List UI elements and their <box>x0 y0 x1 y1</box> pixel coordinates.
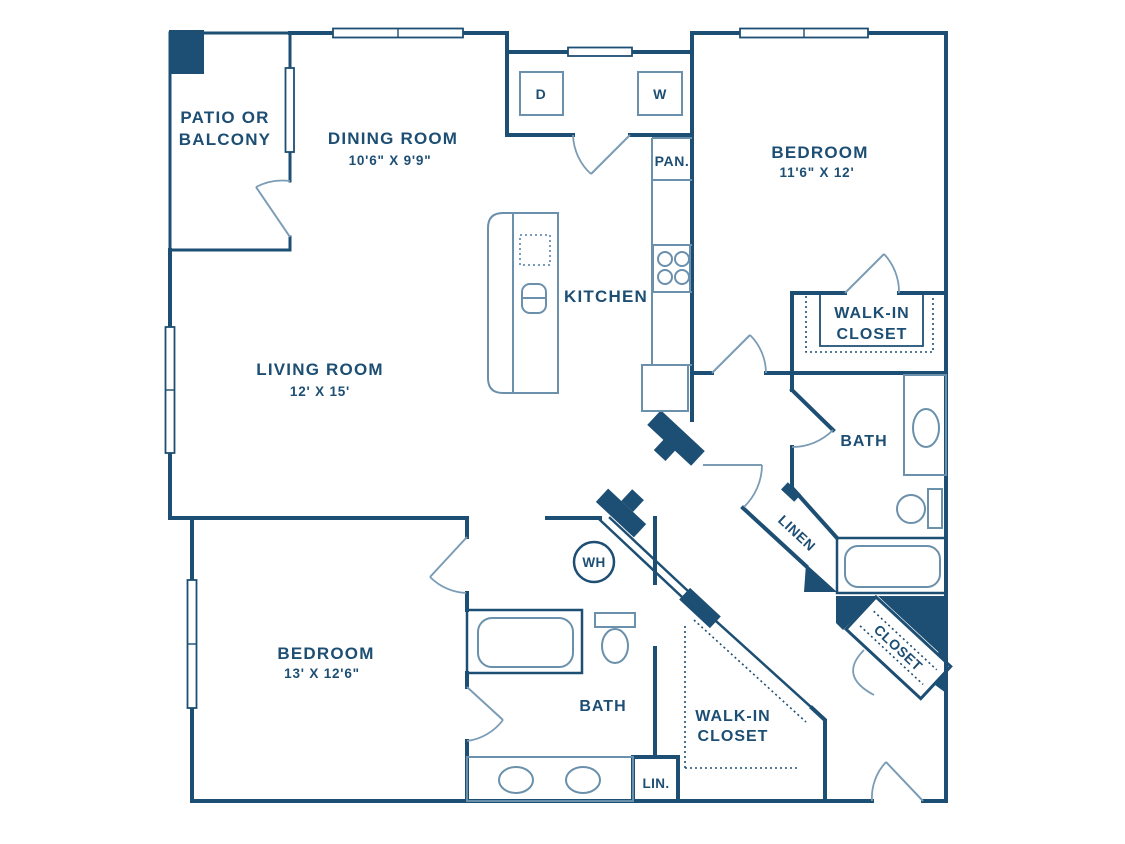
entry-closet-door <box>852 649 875 696</box>
patio-corner-post <box>169 30 204 74</box>
toilet-top-icon <box>896 488 943 529</box>
bathtub-top-icon <box>844 545 941 588</box>
closet-shelving <box>684 292 934 769</box>
kitchen-counter <box>651 137 692 366</box>
bedroom-top-dims: 11'6" X 12' <box>780 165 855 180</box>
walkin-top-label-line2: CLOSET <box>837 326 908 343</box>
vanity-bottom-icon <box>466 756 634 802</box>
walkin-top-door <box>844 253 900 294</box>
vanity-top-icon <box>903 374 947 476</box>
tub-top-enclosure <box>835 536 948 595</box>
bath-bottom-label: BATH <box>579 698 626 715</box>
laundry-window <box>567 46 633 57</box>
walkin-bottom-label-line2: CLOSET <box>698 728 769 745</box>
washer-icon <box>637 71 683 116</box>
burner-icon <box>674 269 690 285</box>
bath-top-door <box>789 387 836 448</box>
sink-top-icon <box>912 408 940 448</box>
patio-window <box>284 67 295 153</box>
bedroom-bottom-label: BEDROOM <box>277 644 374 663</box>
walkin-bottom-label-line1: WALK-IN <box>695 708 770 725</box>
entry-closet-band <box>843 594 953 701</box>
burner-icon <box>657 269 673 285</box>
laundry-door <box>572 134 631 175</box>
dining-dims: 10'6" X 9'9" <box>349 153 432 168</box>
hall-door <box>703 464 763 508</box>
hall-corner-wall <box>595 488 647 538</box>
sink-bottom-left-icon <box>498 766 534 794</box>
tub-bottom-enclosure <box>465 608 584 675</box>
kitchen-label: KITCHEN <box>564 287 648 306</box>
water-heater-label: WH <box>582 555 605 570</box>
walkin-top-label-line1: WALK-IN <box>834 305 909 322</box>
walkin-bottom-shelf-dashes <box>684 619 807 769</box>
linen-end-wedge <box>804 564 837 592</box>
corridor-band-walls <box>598 516 824 719</box>
walkin-top-shelf-dashes <box>805 296 934 353</box>
closet-corner-wall <box>679 587 721 629</box>
bathtub-bottom-icon <box>477 617 574 668</box>
bath-top-label: BATH <box>840 433 887 450</box>
kitchen-corner-wall <box>647 410 705 466</box>
sink-bottom-right-icon <box>565 766 601 794</box>
labels: PATIO OR BALCONY DINING ROOM 10'6" X 9'9… <box>179 86 909 791</box>
patio-walls <box>168 31 292 252</box>
outer-walls <box>168 31 948 803</box>
dryer-icon <box>519 71 564 116</box>
island-sink-dashed <box>519 234 551 266</box>
windows <box>164 27 869 709</box>
bedroom-bottom-door <box>429 536 468 594</box>
burner-icon <box>674 251 690 267</box>
living-label: LIVING ROOM <box>256 360 383 379</box>
bedroom-bottom-dims: 13' X 12'6" <box>284 666 360 681</box>
bath-bottom-door <box>466 686 504 742</box>
walkin-top-shelf-box <box>819 292 924 347</box>
patio-label-line1: PATIO OR <box>180 108 269 127</box>
stove-icon <box>652 244 691 293</box>
toilet-bottom-icon <box>594 612 636 664</box>
patio-door <box>255 179 291 238</box>
kitchen-island <box>487 212 559 394</box>
patio-label-line2: BALCONY <box>179 130 271 149</box>
entry-closet-ne-wedge <box>878 596 946 659</box>
burner-icon <box>657 251 673 267</box>
entry-closet-nw-wedge <box>836 596 876 630</box>
linen-bottom-label: LIN. <box>642 776 669 791</box>
washer-label: W <box>653 86 667 102</box>
entry-closet-shelf-dashes <box>859 610 938 686</box>
dryer-label: D <box>536 86 547 102</box>
water-heater-icon <box>572 540 616 584</box>
bedroom-top-label: BEDROOM <box>771 143 868 162</box>
doors <box>255 134 924 802</box>
dark-wall-fills <box>169 30 946 693</box>
linen-label: LINEN <box>775 512 819 554</box>
dining-label: DINING ROOM <box>328 129 458 148</box>
fridge-icon <box>641 364 689 412</box>
bedroom-top-door <box>711 334 767 374</box>
fixtures <box>466 71 947 802</box>
entry-door <box>871 761 924 802</box>
living-dims: 12' X 15' <box>290 384 350 399</box>
pantry-label: PAN. <box>655 153 690 169</box>
